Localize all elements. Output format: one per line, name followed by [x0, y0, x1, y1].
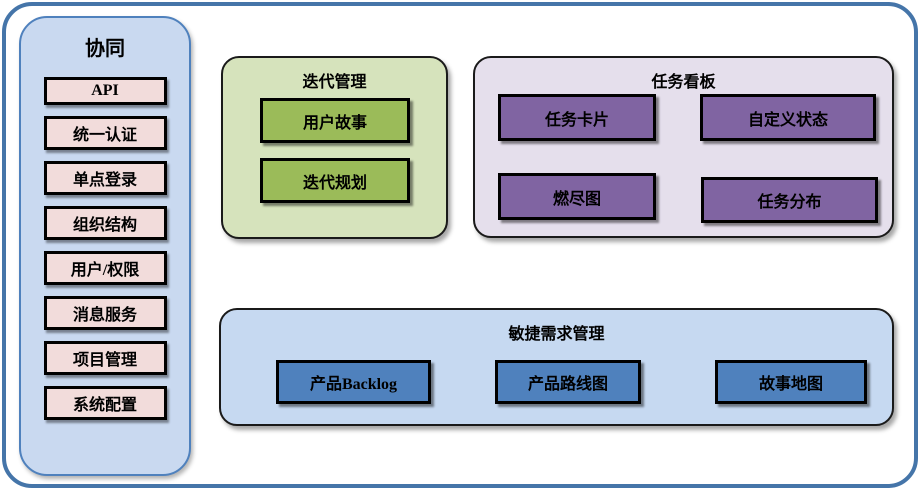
iteration-item-user-story: 用户故事: [260, 98, 410, 143]
collaboration-item-api: API: [43, 77, 167, 105]
taskboard-item-custom-status: 自定义状态: [700, 94, 876, 141]
taskboard-group-title: 任务看板: [651, 74, 716, 91]
collaboration-item-unified-auth: 统一认证: [43, 116, 167, 150]
requirements-item-product-roadmap: 产品路线图: [495, 360, 641, 404]
collaboration-item-project-management: 项目管理: [43, 341, 167, 375]
requirements-item-story-map: 故事地图: [715, 360, 867, 404]
collaboration-item-list: API 统一认证 单点登录 组织结构 用户/权限 消息服务 项目管理 系统配置: [43, 77, 167, 420]
iteration-item-iteration-planning: 迭代规划: [260, 158, 410, 203]
taskboard-item-burndown-chart: 燃尽图: [498, 173, 656, 220]
requirements-item-product-backlog: 产品Backlog: [276, 360, 431, 404]
requirements-group-title: 敏捷需求管理: [508, 326, 605, 343]
collaboration-item-message-service: 消息服务: [43, 296, 167, 330]
collaboration-group: 协同 API 统一认证 单点登录 组织结构 用户/权限 消息服务 项目管理 系统…: [19, 16, 191, 476]
collaboration-item-system-config: 系统配置: [43, 386, 167, 420]
taskboard-item-task-distribution: 任务分布: [701, 177, 878, 223]
requirements-group: 敏捷需求管理 产品Backlog 产品路线图 故事地图: [219, 308, 894, 426]
iteration-group-title: 迭代管理: [302, 74, 367, 91]
taskboard-group: 任务看板 任务卡片 自定义状态 燃尽图 任务分布: [473, 56, 894, 238]
taskboard-item-task-card: 任务卡片: [498, 94, 656, 141]
collaboration-item-sso: 单点登录: [43, 161, 167, 195]
collaboration-group-title: 协同: [85, 38, 125, 60]
collaboration-item-org-structure: 组织结构: [43, 206, 167, 240]
collaboration-item-users-permissions: 用户/权限: [43, 251, 167, 285]
iteration-group: 迭代管理 用户故事 迭代规划: [221, 56, 448, 239]
